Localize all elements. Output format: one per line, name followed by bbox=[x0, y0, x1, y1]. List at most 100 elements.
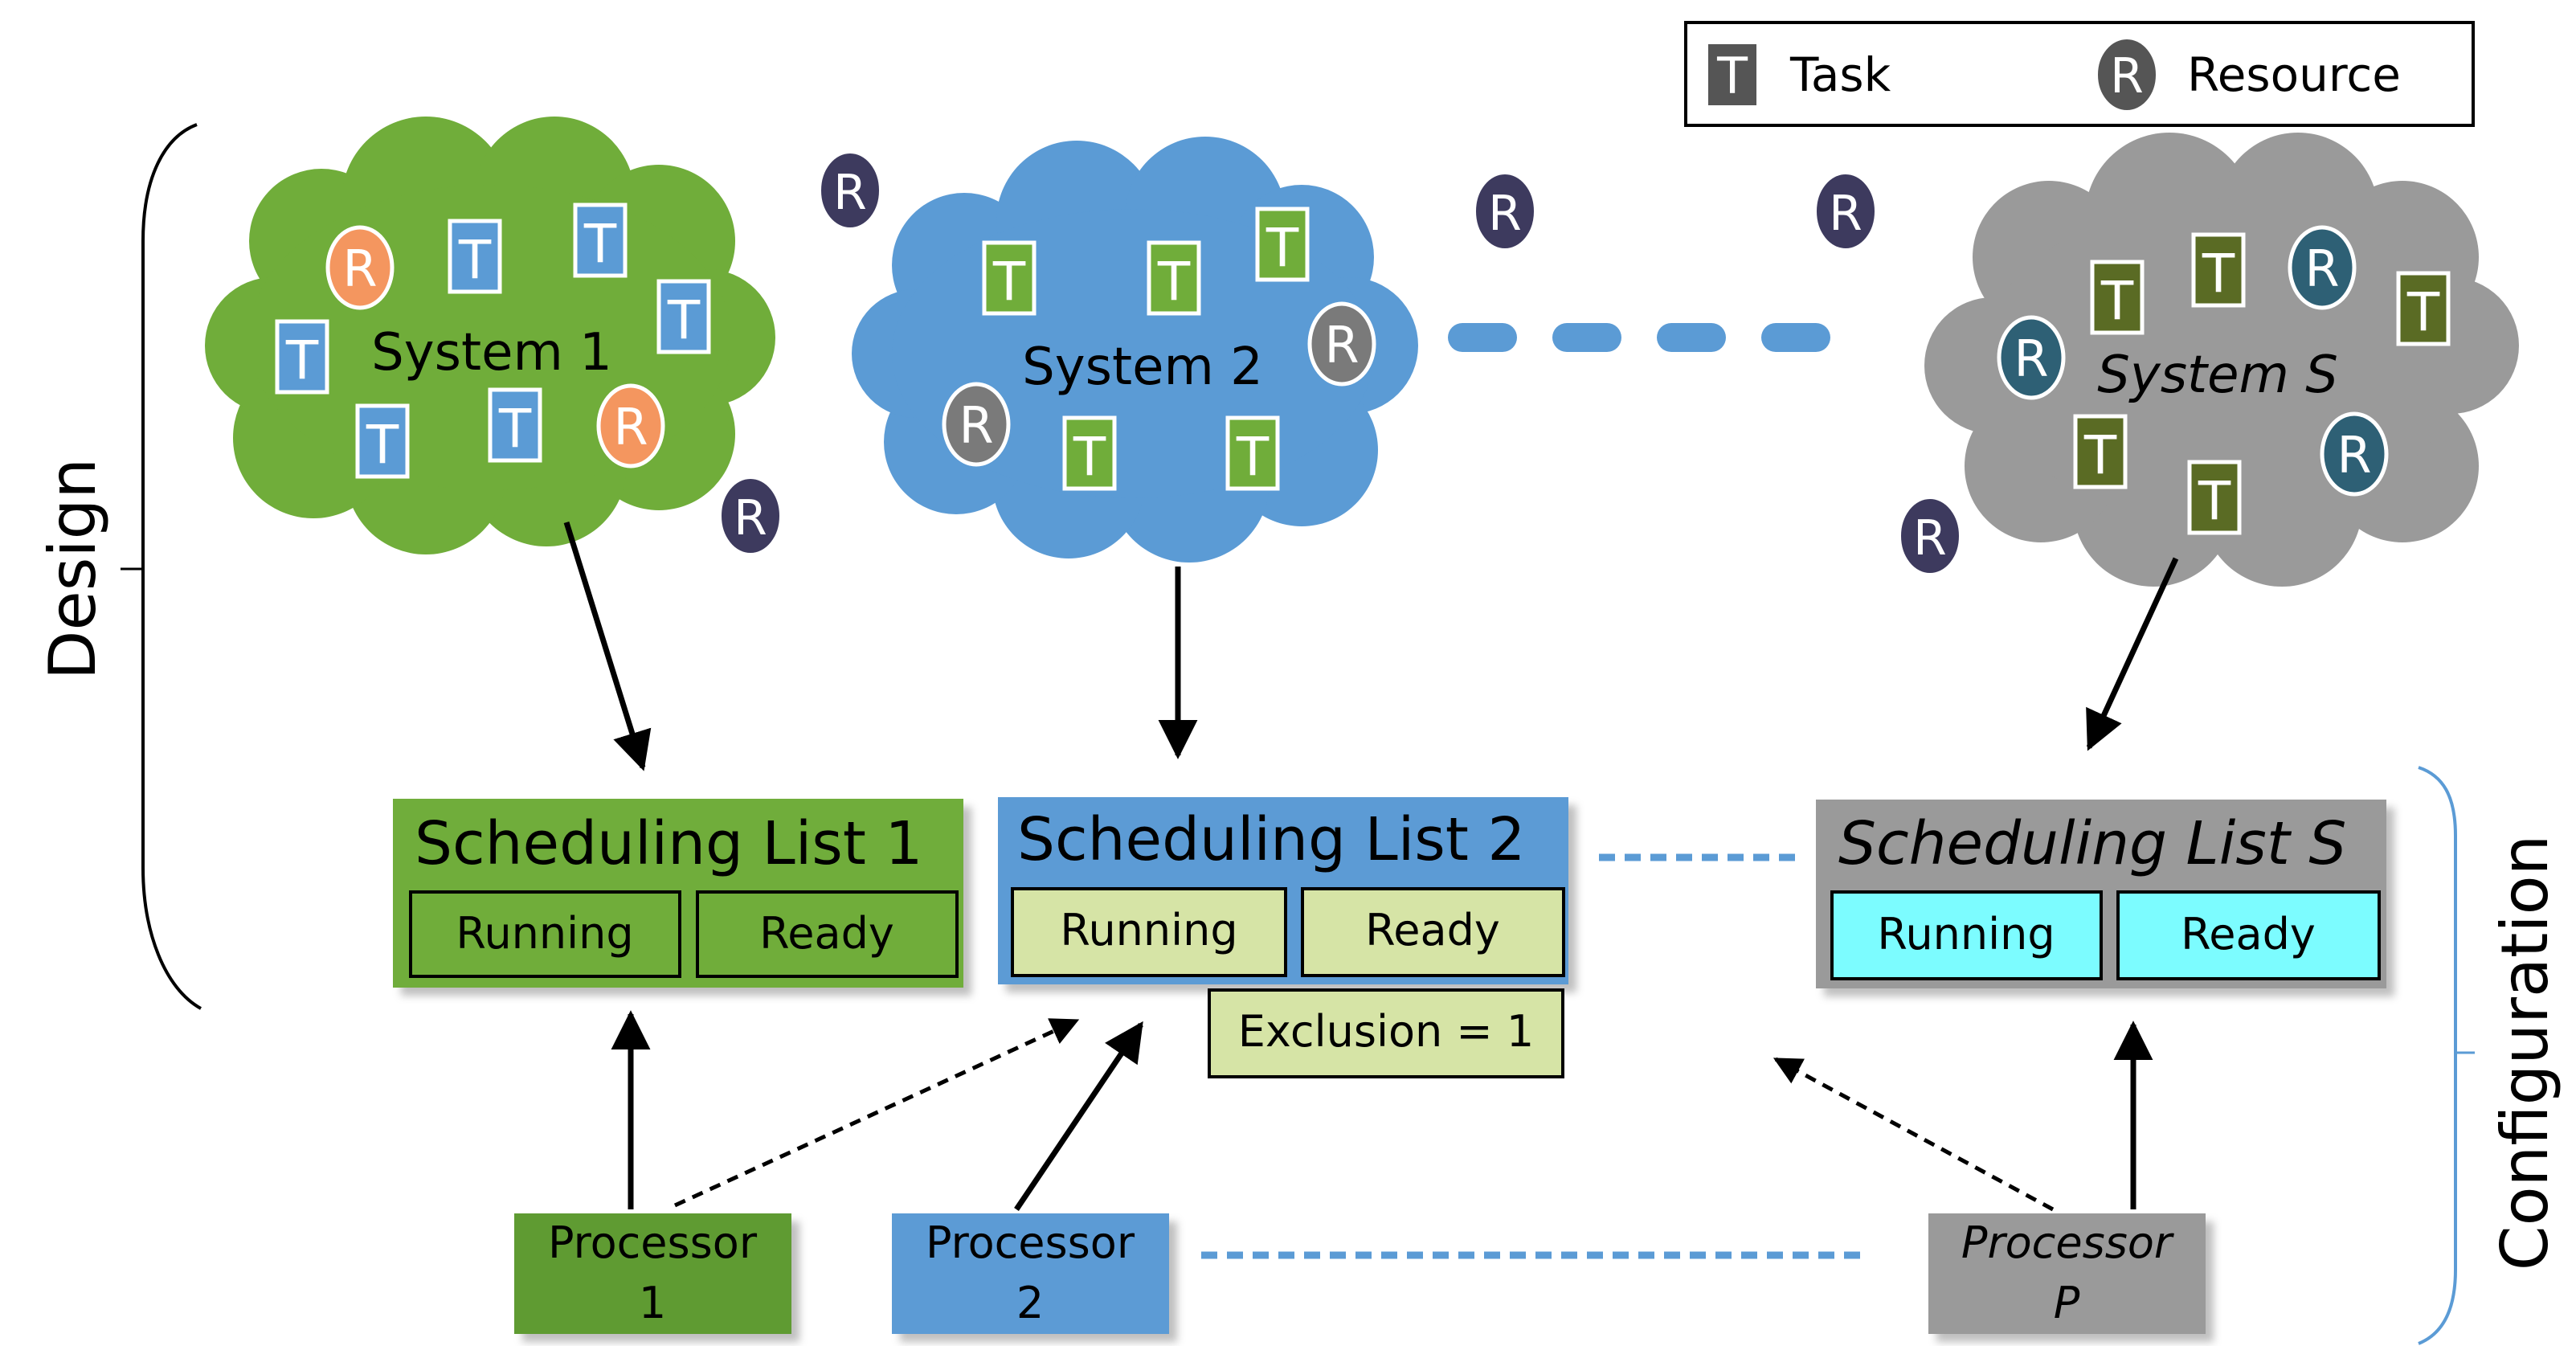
legend-task-icon: T bbox=[1705, 41, 1760, 108]
arrow-processor-1-to-list-2 bbox=[673, 1018, 1080, 1208]
task-icon: T bbox=[573, 203, 628, 278]
scheduling-list-2: Scheduling List 2 Running Ready Exclusio… bbox=[998, 797, 1568, 1078]
arrow-system-s-to-list-s bbox=[2086, 557, 2179, 751]
design-bracket: Design bbox=[35, 123, 202, 1010]
running-queue: Running bbox=[409, 890, 681, 978]
svg-text:1: 1 bbox=[639, 1278, 666, 1328]
svg-text:T: T bbox=[1266, 217, 1299, 279]
svg-text:R: R bbox=[1913, 510, 1947, 567]
svg-text:R: R bbox=[2110, 48, 2144, 104]
arrow-processor-p-to-list-2 bbox=[1773, 1057, 2055, 1212]
svg-text:T: T bbox=[1073, 426, 1106, 488]
svg-text:T: T bbox=[2202, 243, 2235, 305]
svg-text:R: R bbox=[2304, 239, 2339, 298]
arrow-system-1-to-list-1 bbox=[563, 521, 652, 771]
task-icon: T bbox=[1255, 207, 1310, 282]
ready-queue: Ready bbox=[2116, 890, 2381, 980]
ready-queue: Ready bbox=[1301, 887, 1565, 977]
svg-text:T: T bbox=[366, 414, 399, 476]
svg-text:2: 2 bbox=[1016, 1278, 1044, 1328]
system-2-cloud: System 2 T T T T T R R bbox=[852, 137, 1418, 563]
svg-text:Running: Running bbox=[1877, 909, 2055, 959]
svg-text:Processor: Processor bbox=[1961, 1217, 2174, 1268]
svg-text:T: T bbox=[2083, 424, 2117, 486]
processor-1: Processor 1 bbox=[514, 1213, 791, 1334]
resource-icon: R bbox=[1997, 315, 2066, 400]
svg-text:Running: Running bbox=[1060, 905, 1237, 955]
svg-text:Ready: Ready bbox=[1365, 905, 1500, 955]
legend-resource-icon: R bbox=[2095, 36, 2159, 113]
resource-icon: R bbox=[596, 383, 665, 468]
svg-text:T: T bbox=[583, 213, 617, 275]
task-icon: T bbox=[2187, 460, 2242, 535]
svg-text:Ready: Ready bbox=[759, 908, 894, 959]
svg-text:P: P bbox=[2054, 1278, 2080, 1328]
svg-text:R: R bbox=[2337, 426, 2371, 485]
task-icon: T bbox=[448, 219, 502, 294]
ready-queue: Ready bbox=[696, 890, 959, 978]
svg-text:Ready: Ready bbox=[2181, 909, 2316, 959]
svg-text:T: T bbox=[2100, 270, 2134, 332]
svg-text:R: R bbox=[2014, 329, 2048, 388]
processor-p: Processor P bbox=[1928, 1213, 2206, 1334]
resource-icon: R bbox=[325, 225, 395, 310]
svg-text:R: R bbox=[613, 398, 648, 456]
scheduling-list-2-title: Scheduling List 2 bbox=[1017, 805, 1525, 874]
svg-text:Running: Running bbox=[456, 908, 633, 959]
task-icon: T bbox=[488, 387, 542, 463]
svg-text:R: R bbox=[734, 490, 767, 546]
svg-text:T: T bbox=[992, 251, 1026, 313]
task-icon: T bbox=[2396, 271, 2451, 346]
running-queue: Running bbox=[1830, 890, 2103, 980]
task-icon: T bbox=[275, 319, 329, 395]
resource-icon: R bbox=[942, 382, 1011, 467]
processor-2: Processor 2 bbox=[892, 1213, 1169, 1334]
svg-text:R: R bbox=[833, 165, 867, 221]
legend-resource-label: Resource bbox=[2187, 47, 2401, 102]
task-icon: T bbox=[2191, 232, 2246, 308]
running-queue: Running bbox=[1011, 887, 1287, 977]
design-label: Design bbox=[35, 458, 110, 680]
task-icon: T bbox=[2090, 260, 2145, 335]
free-resource-icon: R bbox=[818, 150, 882, 231]
svg-text:T: T bbox=[667, 289, 701, 351]
system-s-label: System S bbox=[2097, 346, 2338, 405]
svg-text:T: T bbox=[1236, 426, 1270, 488]
svg-text:Processor: Processor bbox=[548, 1217, 758, 1268]
system-2-label: System 2 bbox=[1022, 338, 1263, 397]
svg-text:T: T bbox=[498, 398, 532, 460]
configuration-bracket: Configuration bbox=[2418, 766, 2562, 1345]
configuration-label: Configuration bbox=[2488, 835, 2562, 1271]
free-resource-icon: R bbox=[1898, 496, 1962, 576]
svg-text:T: T bbox=[2406, 281, 2440, 343]
exclusion-box: Exclusion = 1 bbox=[1208, 988, 1564, 1078]
svg-text:R: R bbox=[1324, 316, 1359, 374]
task-icon: T bbox=[1225, 415, 1280, 491]
legend-task-label: Task bbox=[1789, 47, 1891, 102]
svg-text:Exclusion = 1: Exclusion = 1 bbox=[1238, 1006, 1534, 1057]
svg-text:T: T bbox=[1157, 251, 1191, 313]
arrow-processor-2-to-list-2 bbox=[1014, 1021, 1143, 1211]
svg-text:Processor: Processor bbox=[926, 1217, 1135, 1268]
task-icon: T bbox=[1062, 415, 1117, 491]
svg-text:T: T bbox=[458, 229, 492, 291]
scheduling-list-s: Scheduling List S Running Ready bbox=[1816, 800, 2386, 988]
task-icon: T bbox=[355, 403, 410, 479]
svg-text:R: R bbox=[959, 396, 993, 455]
task-icon: T bbox=[982, 240, 1037, 316]
scheduling-list-1-title: Scheduling List 1 bbox=[415, 809, 922, 878]
svg-text:R: R bbox=[1488, 186, 1522, 242]
system-s-cloud: System S T T T T T R R R bbox=[1924, 133, 2519, 587]
task-icon: T bbox=[656, 279, 711, 354]
free-resource-icon: R bbox=[718, 476, 783, 556]
free-resource-icon: R bbox=[1813, 171, 1878, 252]
svg-text:R: R bbox=[1829, 186, 1862, 242]
svg-text:R: R bbox=[342, 239, 377, 298]
scheduling-list-1: Scheduling List 1 Running Ready bbox=[393, 799, 963, 988]
resource-icon: R bbox=[2288, 225, 2357, 310]
free-resource-icon: R bbox=[1473, 171, 1537, 252]
scheduling-list-s-title: Scheduling List S bbox=[1838, 809, 2346, 878]
svg-text:T: T bbox=[285, 329, 319, 391]
resource-icon: R bbox=[2320, 411, 2389, 497]
